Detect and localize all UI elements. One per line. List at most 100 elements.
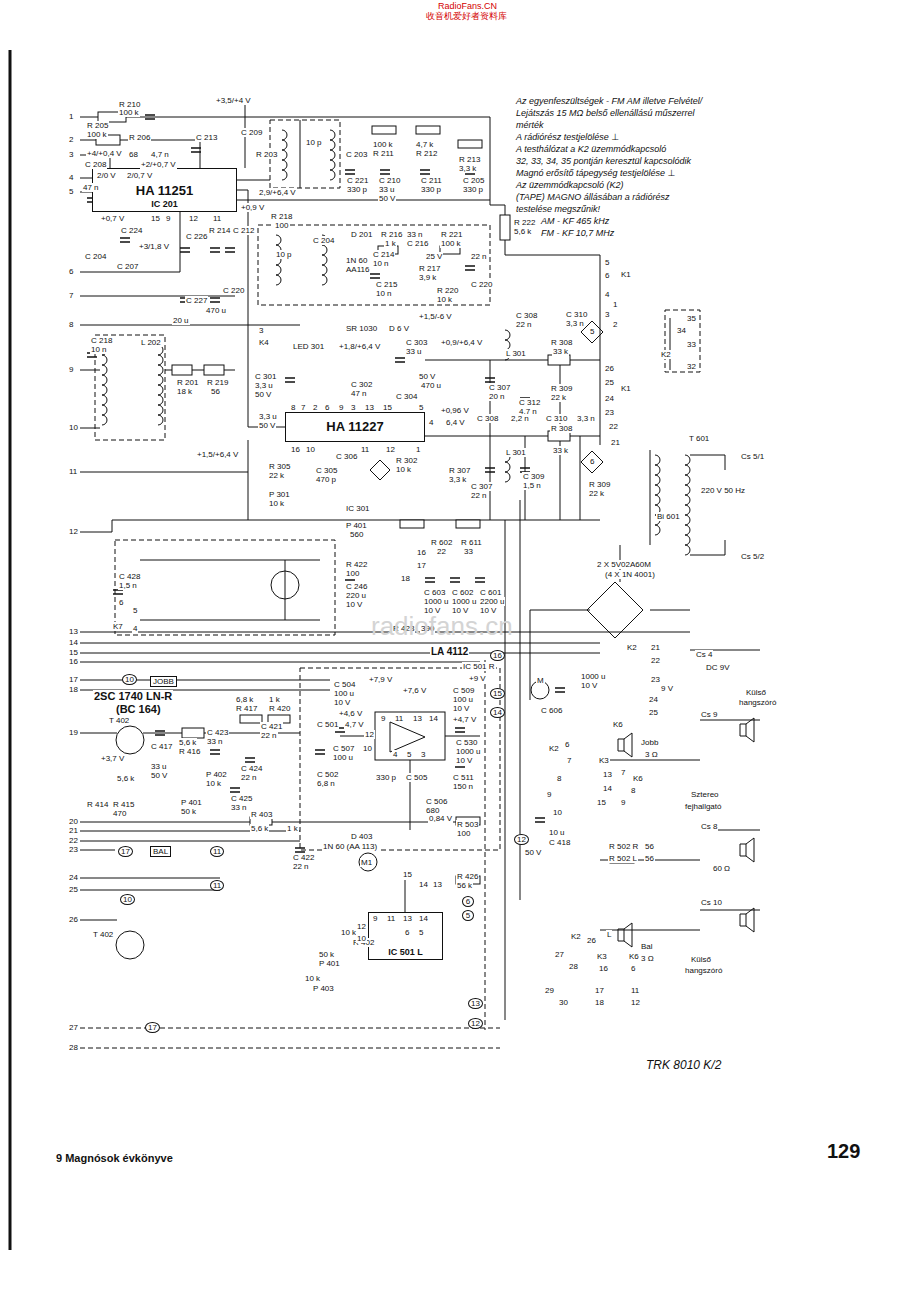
- component-label: C 507: [332, 744, 355, 753]
- component-label: R 403: [250, 810, 273, 819]
- component-label: 3,3 k: [458, 164, 477, 173]
- capacitor-symbol: [315, 750, 325, 754]
- capacitor-symbol: [155, 731, 165, 735]
- component-label: 26: [586, 936, 597, 945]
- component-label: 2,9/+6,4 V: [258, 188, 297, 197]
- component-label: 23: [604, 408, 615, 417]
- component-label: 100 k: [440, 239, 462, 248]
- component-label: C 211: [420, 176, 443, 185]
- component-label: K2: [660, 350, 672, 359]
- component-label: 11: [212, 214, 222, 223]
- part-number: (BC 164): [115, 703, 162, 715]
- callout-number: 12: [468, 1018, 483, 1029]
- component-label: +0,9/+6,4 V: [440, 338, 483, 347]
- component-label: C 305: [315, 466, 338, 475]
- component-label: R 426: [456, 872, 479, 881]
- capacitor-symbol: [113, 590, 123, 594]
- wire: [580, 436, 581, 520]
- capacitor-symbol: [425, 578, 435, 582]
- note-text: mérték: [515, 120, 545, 130]
- component-label: C 208: [84, 160, 107, 169]
- component-label: 10 n: [372, 259, 390, 268]
- component-label: 6: [68, 267, 74, 276]
- component-label: 35: [686, 314, 697, 323]
- component-label: 18: [68, 685, 79, 694]
- component-label: 14: [602, 784, 613, 793]
- wire: [650, 450, 651, 545]
- component-label: C 308: [515, 311, 538, 320]
- wire: [80, 850, 115, 851]
- component-label: C 215: [375, 280, 398, 289]
- component-label: R 216: [380, 230, 403, 239]
- component-label: 17: [416, 561, 427, 570]
- wire: [300, 120, 301, 188]
- component-label: 100 u: [452, 695, 474, 704]
- channel-tag: BAL: [150, 846, 171, 857]
- capacitor-symbol: [245, 758, 255, 762]
- component-label: R 205: [86, 121, 109, 130]
- wire: [80, 325, 300, 326]
- component-label: 4: [132, 624, 138, 633]
- capacitor-symbol: [395, 358, 405, 362]
- speaker-symbol: [740, 718, 754, 742]
- component-label: 100: [345, 569, 360, 578]
- component-label: 6: [118, 598, 124, 607]
- component-label: 9: [380, 714, 386, 723]
- wire: [237, 180, 270, 181]
- component-label: R 305: [268, 462, 291, 471]
- component-label: 150 n: [452, 782, 474, 791]
- component-label: 10 k: [436, 295, 453, 304]
- callout-number: 10: [122, 674, 137, 685]
- component-label: Bal: [640, 942, 654, 951]
- wire: [80, 212, 180, 272]
- component-label: 60 Ω: [712, 864, 731, 873]
- component-label: 27: [554, 950, 565, 959]
- component-label: 10 V: [345, 600, 363, 609]
- component-label: 47 n: [82, 183, 100, 192]
- component-label: 3,3 n: [565, 319, 585, 328]
- callout-number: 6: [462, 896, 474, 907]
- component-label: 10: [305, 445, 316, 454]
- wire: [140, 620, 320, 621]
- component-label: C 220: [470, 280, 493, 289]
- component-label: C 209: [240, 128, 263, 137]
- component-label: 16: [598, 964, 609, 973]
- component-label: R 212: [415, 149, 438, 158]
- component-label: 3: [604, 310, 610, 319]
- component-label: C 505: [405, 773, 428, 782]
- component-label: Sztereo: [690, 790, 720, 799]
- wire: [80, 653, 600, 654]
- callout-number: 17: [145, 1022, 160, 1033]
- component-label: IC 501 R: [462, 662, 496, 671]
- component-label: K1: [620, 384, 632, 393]
- component-label: 3: [350, 403, 356, 412]
- component-label: 2,2 n: [510, 414, 530, 423]
- component-label: 6: [564, 740, 570, 749]
- component-label: K1: [620, 270, 632, 279]
- part-number: 2SC 1740 LN-R: [93, 690, 173, 702]
- coil-symbol: [282, 130, 287, 180]
- component-label: 11: [68, 467, 78, 476]
- component-label: R 211: [372, 149, 395, 158]
- wire: [445, 736, 480, 737]
- capacitor-symbol: [420, 170, 430, 174]
- component-label: 7: [300, 403, 306, 412]
- resistor-symbol: [182, 728, 204, 738]
- component-label: 10 V: [455, 756, 473, 765]
- capacitor-symbol: [210, 248, 220, 252]
- component-label: 4: [68, 173, 74, 182]
- component-label: C 227: [185, 296, 208, 305]
- component-label: 10 k: [395, 465, 412, 474]
- component-label: 10 k: [205, 779, 222, 788]
- component-label: 470 p: [315, 475, 337, 484]
- ic-name: HA 11251: [136, 184, 193, 199]
- component-label: 22 k: [268, 471, 285, 480]
- component-label: C 418: [548, 838, 571, 847]
- component-label: 10 V: [333, 698, 351, 707]
- component-label: 18: [400, 574, 411, 583]
- component-label: 22 n: [292, 862, 310, 871]
- component-label: C 224: [120, 226, 143, 235]
- component-label: 9: [68, 365, 74, 374]
- component-label: C 221: [346, 176, 369, 185]
